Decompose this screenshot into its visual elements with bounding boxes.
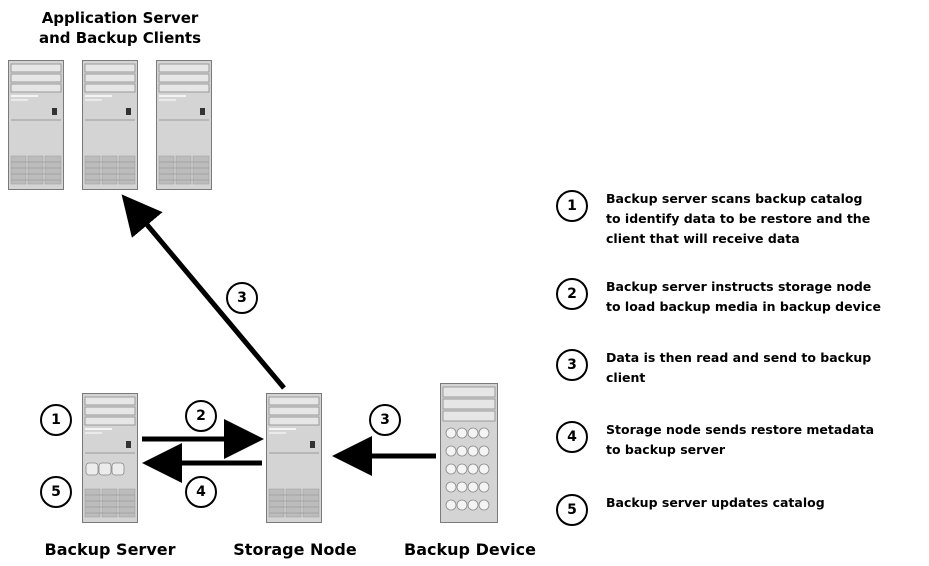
client-group-title-line2: and Backup Clients [38, 29, 202, 47]
step-4-marker: 4 [185, 476, 217, 508]
backup-device-icon [440, 383, 498, 523]
legend-2-line2: to load backup media in backup device [606, 299, 881, 314]
legend-1-line2: to identify data to be restore and the [606, 211, 871, 226]
legend-4-marker: 4 [556, 421, 588, 453]
step-5-marker: 5 [40, 476, 72, 508]
legend-5-line1: Backup server updates catalog [606, 495, 825, 510]
client-server-3-icon [156, 60, 212, 190]
legend-3-line1: Data is then read and send to backup [606, 350, 872, 365]
legend-3-text: Data is then read and send to backup cli… [606, 348, 926, 388]
legend-4-text: Storage node sends restore metadata to b… [606, 420, 926, 460]
step-1-marker: 1 [40, 404, 72, 436]
step-3-diagonal-marker: 3 [226, 282, 258, 314]
arrow-data-to-client [121, 194, 286, 390]
storage-node-icon [266, 393, 322, 523]
legend-5-marker: 5 [556, 494, 588, 526]
legend-1-line3: client that will receive data [606, 231, 800, 246]
client-server-2-icon [82, 60, 138, 190]
legend-3-marker: 3 [556, 349, 588, 381]
client-server-1-icon [8, 60, 64, 190]
backup-server-label: Backup Server [44, 540, 176, 559]
step-2-marker: 2 [185, 400, 217, 432]
legend-2-marker: 2 [556, 278, 588, 310]
legend-1-text: Backup server scans backup catalog to id… [606, 189, 926, 249]
legend-4-line1: Storage node sends restore metadata [606, 422, 875, 437]
backup-device-label: Backup Device [404, 540, 536, 559]
legend-2-line1: Backup server instructs storage node [606, 279, 872, 294]
legend-1-marker: 1 [556, 190, 588, 222]
client-group-title-line1: Application Server [41, 9, 199, 27]
legend-3-line2: client [606, 370, 646, 385]
backup-server-icon [82, 393, 138, 523]
legend-5-text: Backup server updates catalog [606, 493, 926, 513]
legend-2-text: Backup server instructs storage node to … [606, 277, 926, 317]
legend-1-line1: Backup server scans backup catalog [606, 191, 863, 206]
storage-node-label: Storage Node [233, 540, 357, 559]
legend-4-line2: to backup server [606, 442, 726, 457]
client-group-title: Application Server and Backup Clients [0, 8, 240, 48]
step-3-device-marker: 3 [369, 404, 401, 436]
